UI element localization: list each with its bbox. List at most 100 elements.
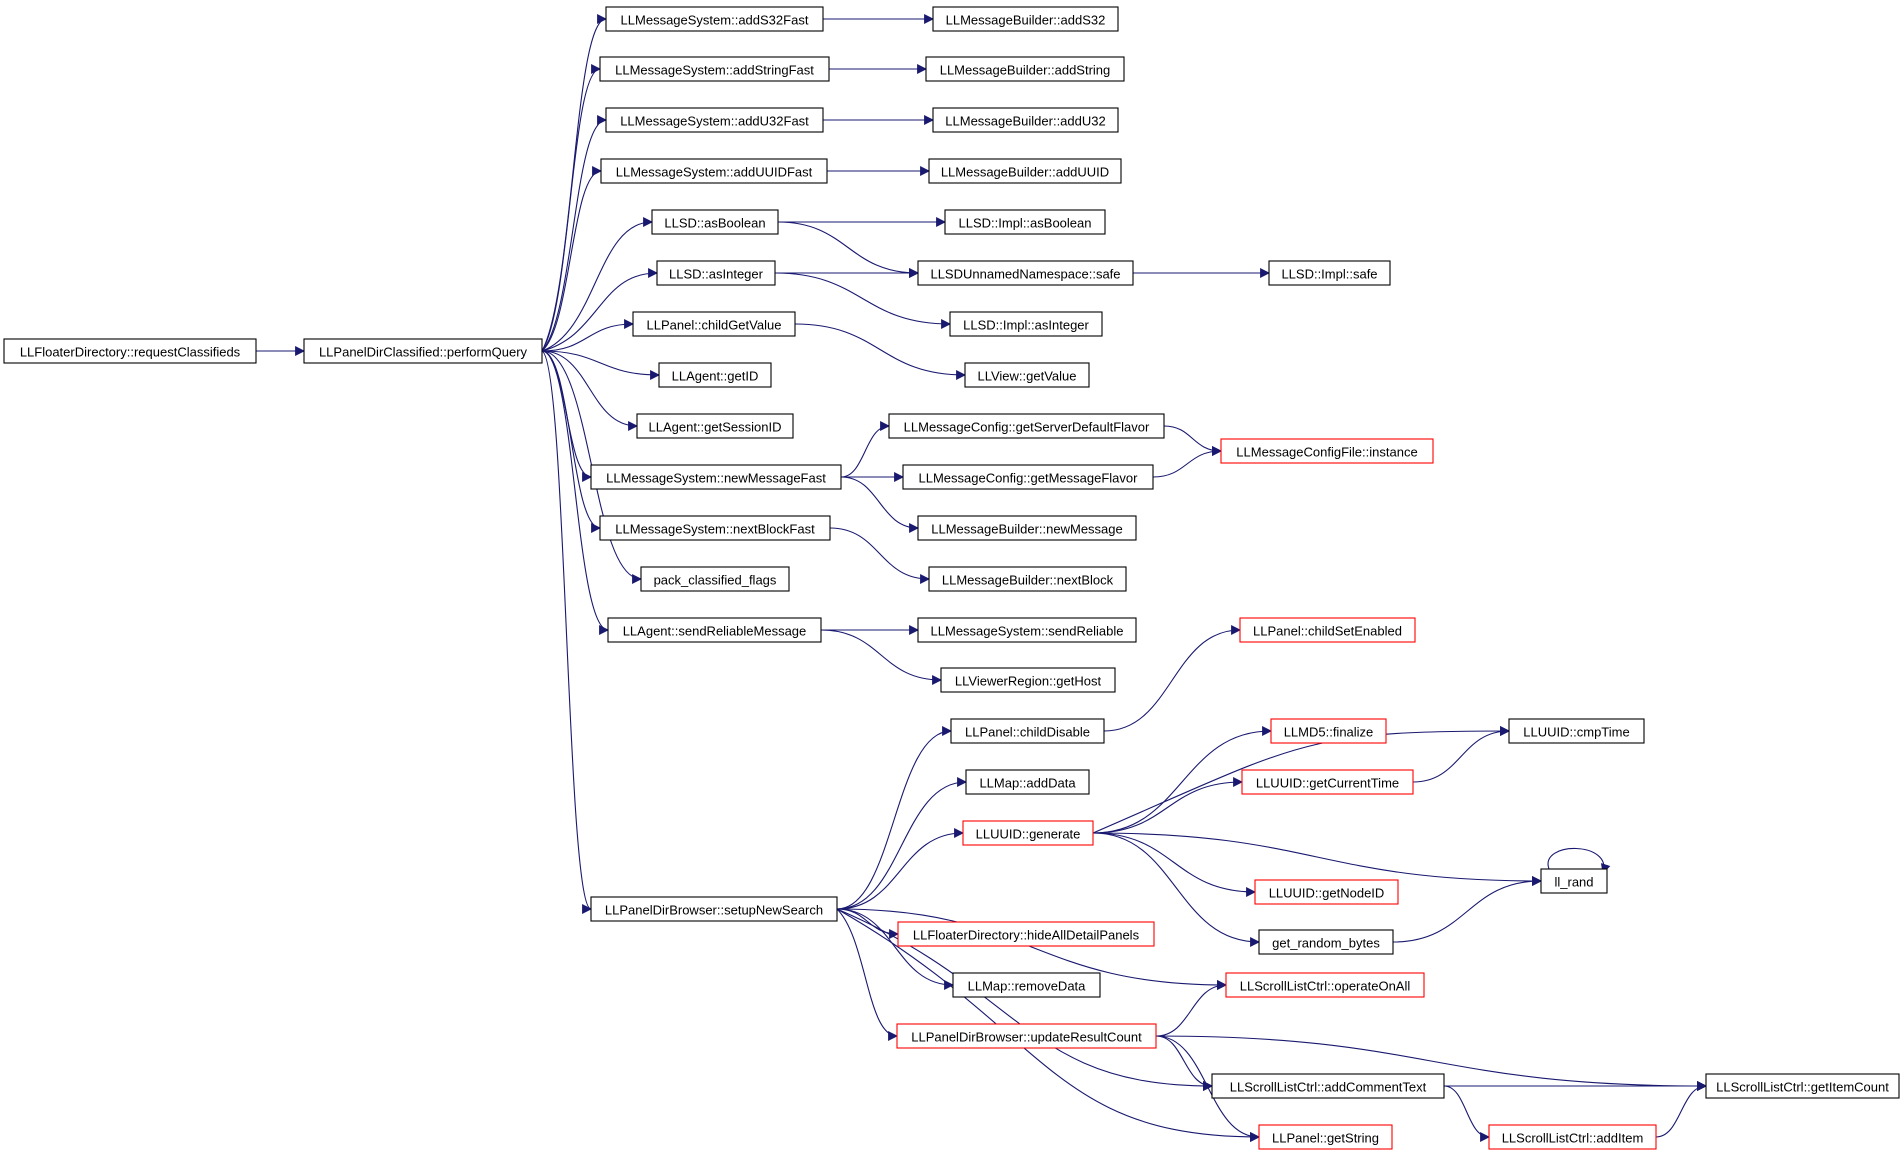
node-label: LLScrollListCtrl::operateOnAll — [1240, 979, 1411, 994]
node-n28[interactable]: LLAgent::sendReliableMessage — [607, 617, 822, 643]
node-n14[interactable]: LLSD::Impl::safe — [1268, 260, 1391, 286]
node-n34[interactable]: LLUUID::cmpTime — [1508, 718, 1645, 744]
node-box — [928, 158, 1122, 184]
node-box — [605, 6, 824, 32]
edge-n46-to-n49 — [1443, 1085, 1490, 1142]
node-n8[interactable]: LLMessageSystem::addUUIDFast — [600, 158, 828, 184]
node-box — [1508, 718, 1645, 744]
node-label: LLUUID::getNodeID — [1269, 886, 1385, 901]
edge-n1-to-n24 — [541, 350, 601, 533]
node-n48[interactable]: LLPanel::getString — [1258, 1124, 1393, 1150]
node-n43[interactable]: LLMap::removeData — [952, 972, 1101, 998]
node-n22[interactable]: LLMessageSystem::newMessageFast — [590, 464, 842, 490]
node-n32[interactable]: LLPanel::childDisable — [950, 718, 1105, 744]
node-label: LLMessageBuilder::addS32 — [946, 13, 1106, 28]
node-n23[interactable]: LLMessageConfig::getMessageFlavor — [902, 464, 1154, 490]
node-box — [1705, 1073, 1900, 1099]
node-n2[interactable]: LLMessageSystem::addS32Fast — [605, 6, 824, 32]
node-n40[interactable]: LLPanelDirBrowser::setupNewSearch — [590, 896, 838, 922]
node-n17[interactable]: LLView::getValue — [964, 362, 1090, 388]
node-n49[interactable]: LLScrollListCtrl::addItem — [1488, 1124, 1657, 1150]
node-n13[interactable]: LLSDUnnamedNamespace::safe — [917, 260, 1134, 286]
node-n5[interactable]: LLMessageBuilder::addString — [925, 56, 1125, 82]
node-n36[interactable]: LLUUID::getCurrentTime — [1241, 769, 1414, 795]
node-n42[interactable]: LLFloaterDirectory::hideAllDetailPanels — [897, 921, 1155, 947]
node-n30[interactable]: LLPanel::childSetEnabled — [1239, 617, 1416, 643]
node-box — [917, 617, 1137, 643]
node-box — [632, 311, 796, 337]
node-box — [952, 972, 1101, 998]
node-n45[interactable]: LLPanelDirBrowser::updateResultCount — [896, 1023, 1157, 1049]
node-n9[interactable]: LLMessageBuilder::addUUID — [928, 158, 1122, 184]
node-n21[interactable]: LLMessageConfigFile::instance — [1220, 438, 1434, 464]
node-n47[interactable]: LLScrollListCtrl::getItemCount — [1705, 1073, 1900, 1099]
node-label: LLMap::removeData — [968, 979, 1087, 994]
node-n26[interactable]: pack_classified_flags — [640, 566, 790, 592]
edge-n22-to-n20 — [840, 421, 890, 478]
node-n6[interactable]: LLMessageSystem::addU32Fast — [605, 107, 824, 133]
edge-n1-to-n16 — [541, 319, 634, 352]
node-label: LLMessageConfigFile::instance — [1236, 445, 1417, 460]
node-label: LLMessageBuilder::addString — [940, 63, 1111, 78]
edge-n1-to-n19 — [541, 350, 638, 431]
node-n27[interactable]: LLMessageBuilder::nextBlock — [928, 566, 1127, 592]
node-box — [1258, 929, 1394, 955]
node-box — [590, 464, 842, 490]
node-box — [3, 338, 257, 364]
node-n33[interactable]: LLMD5::finalize — [1270, 718, 1387, 744]
node-n41[interactable]: get_random_bytes — [1258, 929, 1394, 955]
node-box — [607, 617, 822, 643]
node-n12[interactable]: LLSD::asInteger — [656, 260, 776, 286]
node-label: LLScrollListCtrl::addCommentText — [1230, 1080, 1427, 1095]
node-label: LLViewerRegion::getHost — [955, 674, 1102, 689]
node-label: LLMessageBuilder::nextBlock — [942, 573, 1114, 588]
node-n31[interactable]: LLViewerRegion::getHost — [940, 667, 1116, 693]
node-box — [962, 820, 1094, 846]
edge-n40-to-n44 — [836, 908, 1227, 990]
node-label: pack_classified_flags — [654, 573, 777, 588]
node-n11[interactable]: LLSD::Impl::asBoolean — [944, 209, 1106, 235]
node-box — [964, 362, 1090, 388]
node-box — [599, 56, 830, 82]
edge-n49-to-n47 — [1655, 1081, 1707, 1138]
node-label: LLMessageConfig::getServerDefaultFlavor — [904, 420, 1150, 435]
node-n10[interactable]: LLSD::asBoolean — [651, 209, 779, 235]
node-n44[interactable]: LLScrollListCtrl::operateOnAll — [1225, 972, 1425, 998]
node-n16[interactable]: LLPanel::childGetValue — [632, 311, 796, 337]
node-n18[interactable]: LLAgent::getID — [658, 362, 772, 388]
edge-n1-to-n8 — [541, 166, 602, 352]
node-n38[interactable]: ll_rand — [1540, 868, 1608, 894]
edge-n40-to-n43 — [836, 908, 954, 990]
edge-n40-to-n35 — [836, 777, 967, 910]
edge-n16-to-n17 — [794, 323, 966, 380]
node-n35[interactable]: LLMap::addData — [965, 769, 1090, 795]
node-box — [950, 718, 1105, 744]
node-box — [1211, 1073, 1445, 1099]
node-label: LLMessageConfig::getMessageFlavor — [919, 471, 1139, 486]
node-label: LLSD::Impl::asInteger — [963, 318, 1089, 333]
edge-n41-to-n38 — [1392, 876, 1542, 943]
node-n1[interactable]: LLPanelDirClassified::performQuery — [303, 338, 543, 364]
node-n29[interactable]: LLMessageSystem::sendReliable — [917, 617, 1137, 643]
node-n15[interactable]: LLSD::Impl::asInteger — [949, 311, 1103, 337]
node-n37[interactable]: LLUUID::generate — [962, 820, 1094, 846]
node-n25[interactable]: LLMessageBuilder::newMessage — [917, 515, 1137, 541]
node-label: LLScrollListCtrl::getItemCount — [1716, 1080, 1889, 1095]
node-label: LLFloaterDirectory::requestClassifieds — [20, 345, 241, 360]
node-box — [896, 1023, 1157, 1049]
node-box — [1254, 879, 1399, 905]
node-box — [656, 260, 776, 286]
node-n24[interactable]: LLMessageSystem::nextBlockFast — [599, 515, 831, 541]
node-n4[interactable]: LLMessageSystem::addStringFast — [599, 56, 830, 82]
node-n46[interactable]: LLScrollListCtrl::addCommentText — [1211, 1073, 1445, 1099]
node-n19[interactable]: LLAgent::getSessionID — [636, 413, 794, 439]
node-n7[interactable]: LLMessageBuilder::addU32 — [932, 107, 1119, 133]
node-n39[interactable]: LLUUID::getNodeID — [1254, 879, 1399, 905]
node-n0[interactable]: LLFloaterDirectory::requestClassifieds — [3, 338, 257, 364]
node-n20[interactable]: LLMessageConfig::getServerDefaultFlavor — [888, 413, 1165, 439]
node-n3[interactable]: LLMessageBuilder::addS32 — [932, 6, 1119, 32]
node-box — [600, 158, 828, 184]
node-label: LLPanelDirClassified::performQuery — [319, 345, 528, 360]
edge-n37-to-n41 — [1092, 832, 1260, 947]
